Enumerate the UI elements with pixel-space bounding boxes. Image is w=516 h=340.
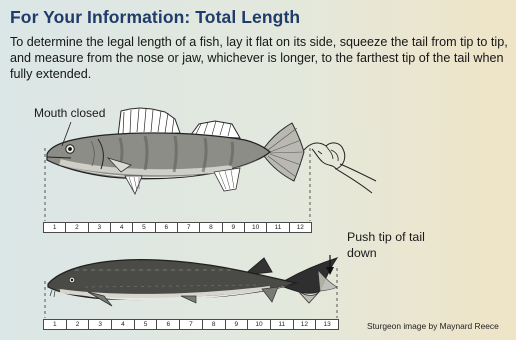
ruler-tick-10: 10 xyxy=(245,223,267,232)
sturgeon-ruler: 1 2 3 4 5 6 7 8 9 10 11 12 13 xyxy=(43,319,339,330)
ruler-tick-8: 8 xyxy=(200,223,222,232)
ruler-tick-6: 6 xyxy=(156,223,178,232)
ruler-tick-1: 1 xyxy=(44,320,67,329)
ruler-tick-3: 3 xyxy=(89,320,112,329)
ruler-tick-5: 5 xyxy=(135,320,158,329)
ruler-tick-9: 9 xyxy=(223,223,245,232)
ruler-tick-4: 4 xyxy=(111,223,133,232)
push-tip-label: Push tip of tail down xyxy=(347,229,427,261)
ruler-tick-4: 4 xyxy=(112,320,135,329)
ruler-tick-12: 12 xyxy=(294,320,317,329)
walleye-ruler: 1 2 3 4 5 6 7 8 9 10 11 12 xyxy=(43,222,312,233)
image-credit: Sturgeon image by Maynard Reece xyxy=(367,321,499,331)
ruler-tick-9: 9 xyxy=(226,320,249,329)
hand-pinching-tail-icon xyxy=(304,143,376,193)
ruler-tick-6: 6 xyxy=(157,320,180,329)
sturgeon-illustration xyxy=(48,258,337,306)
ruler-tick-3: 3 xyxy=(89,223,111,232)
ruler-tick-5: 5 xyxy=(133,223,155,232)
ruler-tick-11: 11 xyxy=(271,320,294,329)
ruler-tick-13: 13 xyxy=(316,320,338,329)
ruler-tick-2: 2 xyxy=(67,320,90,329)
ruler-tick-8: 8 xyxy=(203,320,226,329)
ruler-tick-12: 12 xyxy=(290,223,311,232)
ruler-tick-2: 2 xyxy=(66,223,88,232)
ruler-tick-7: 7 xyxy=(180,320,203,329)
ruler-tick-7: 7 xyxy=(178,223,200,232)
ruler-tick-1: 1 xyxy=(44,223,66,232)
ruler-tick-11: 11 xyxy=(267,223,289,232)
ruler-tick-10: 10 xyxy=(248,320,271,329)
mouth-closed-label: Mouth closed xyxy=(34,106,105,121)
